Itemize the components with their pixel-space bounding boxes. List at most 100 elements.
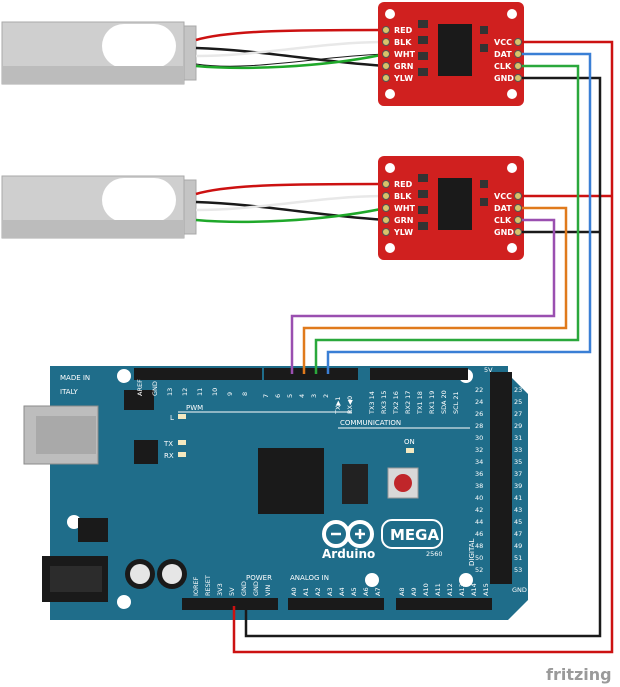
svg-text:22: 22 [475, 386, 483, 394]
hx711-2-pin-red: RED [394, 180, 413, 189]
header-power-labels: IOREF RESET 3V3 5V GND GND VIN [192, 575, 272, 596]
hx711-1-pin-clk: CLK [494, 62, 512, 71]
hx711-2-pin-clk: CLK [494, 216, 512, 225]
svg-text:36: 36 [475, 470, 483, 478]
svg-text:A11: A11 [434, 583, 442, 596]
svg-text:28: 28 [475, 422, 483, 430]
svg-text:31: 31 [514, 434, 522, 442]
header-top-left [134, 368, 262, 380]
arduino-mega-board [23, 366, 528, 620]
pwm-label: PWM [186, 404, 203, 412]
svg-text:27: 27 [514, 410, 522, 418]
svg-text:9: 9 [226, 392, 234, 396]
hx711-1-pin-vcc: VCC [494, 38, 512, 47]
svg-text:IOREF: IOREF [192, 576, 200, 596]
rx-led-label: RX [164, 452, 174, 460]
svg-text:RX2 17: RX2 17 [404, 391, 412, 414]
svg-text:TX1 18: TX1 18 [416, 391, 424, 415]
hx711-1-pin-blk: BLK [394, 38, 412, 47]
right-header-5v: 5V [484, 366, 493, 374]
on-led-label: ON [404, 438, 415, 446]
communication-label: COMMUNICATION [340, 419, 401, 427]
svg-text:34: 34 [475, 458, 483, 466]
load-cell-2 [1, 175, 197, 239]
svg-text:13: 13 [166, 388, 174, 396]
svg-text:48: 48 [475, 542, 483, 550]
hx711-1-pin-ylw: YLW [393, 74, 413, 83]
hx711-1-pin-wht: WHT [394, 50, 416, 59]
svg-text:GND: GND [252, 581, 260, 596]
svg-text:A1: A1 [302, 587, 310, 596]
svg-text:TX2 16: TX2 16 [392, 391, 400, 415]
load-cell-2-wires [195, 182, 387, 224]
svg-text:10: 10 [211, 388, 219, 396]
header-top-left-labels: AREF GND 13 12 11 10 9 8 [136, 379, 249, 396]
svg-text:A2: A2 [314, 587, 322, 596]
svg-text:39: 39 [514, 482, 522, 490]
load-cell-1-wires [195, 28, 387, 70]
svg-text:SDA 20: SDA 20 [440, 390, 448, 414]
fritzing-watermark: fritzing [546, 665, 612, 684]
svg-text:8: 8 [241, 392, 249, 396]
svg-text:29: 29 [514, 422, 522, 430]
svg-text:3V3: 3V3 [216, 583, 224, 596]
wire-gnd-black [244, 76, 602, 638]
svg-text:RESET: RESET [204, 575, 212, 596]
svg-text:RX1 19: RX1 19 [428, 391, 436, 414]
svg-text:5V: 5V [228, 587, 236, 596]
svg-text:A14: A14 [470, 583, 478, 596]
svg-text:33: 33 [514, 446, 522, 454]
arduino-wordmark: Arduino [322, 547, 375, 561]
svg-text:37: 37 [514, 470, 522, 478]
wire-clk2-purple [290, 218, 556, 374]
svg-text:TX3 14: TX3 14 [368, 391, 376, 415]
digital-label: DIGITAL [468, 539, 476, 566]
hx711-2-pin-blk: BLK [394, 192, 412, 201]
hx711-2-left-pins: RED BLK WHT GRN YLW [382, 180, 416, 237]
svg-text:42: 42 [475, 506, 483, 514]
svg-text:12: 12 [181, 388, 189, 396]
svg-text:47: 47 [514, 530, 522, 538]
hx711-1-pin-gnd: GND [494, 74, 514, 83]
right-header-left-labels: 22 24 26 28 30 32 34 36 38 40 42 44 46 4… [475, 386, 483, 574]
svg-text:26: 26 [475, 410, 483, 418]
header-analog-b [396, 598, 492, 610]
header-analog-a-labels: A0 A1 A2 A3 A4 A5 A6 A7 [290, 587, 382, 596]
svg-text:A3: A3 [326, 587, 334, 596]
wire-dat2-orange [302, 206, 568, 374]
header-top-comm [370, 368, 468, 380]
hx711-1-pin-dat: DAT [494, 50, 512, 59]
hx711-1-right-pins: VCC DAT CLK GND [494, 38, 522, 83]
svg-text:53: 53 [514, 566, 522, 574]
svg-text:52: 52 [475, 566, 483, 574]
svg-text:SCL 21: SCL 21 [452, 391, 460, 414]
header-right-double [490, 372, 512, 584]
hx711-2-pin-grn: GRN [394, 216, 413, 225]
svg-text:A5: A5 [350, 587, 358, 596]
svg-text:4: 4 [298, 394, 306, 398]
hx711-2-pin-vcc: VCC [494, 192, 512, 201]
hx711-2-right-pins: VCC DAT CLK GND [494, 192, 522, 237]
header-top-mid-labels: 7 6 5 4 3 2 TX▶1 RX◀0 [262, 394, 354, 415]
hx711-1-pin-grn: GRN [394, 62, 413, 71]
italy-label: ITALY [60, 388, 79, 396]
svg-text:30: 30 [475, 434, 483, 442]
hx711-1-left-pins: RED BLK WHT GRN YLW [382, 26, 416, 83]
svg-text:2: 2 [322, 394, 330, 398]
svg-text:A13: A13 [458, 583, 466, 596]
hx711-module-1 [378, 2, 524, 106]
tx-led-label: TX [163, 440, 173, 448]
svg-text:41: 41 [514, 494, 522, 502]
svg-text:40: 40 [475, 494, 483, 502]
svg-text:GND: GND [151, 381, 159, 396]
arduino-logo-icon [322, 520, 374, 548]
header-power [182, 598, 278, 610]
svg-text:7: 7 [262, 394, 270, 398]
svg-text:A6: A6 [362, 587, 370, 596]
hx711-2-pin-gnd: GND [494, 228, 514, 237]
svg-text:VIN: VIN [264, 585, 272, 596]
svg-text:35: 35 [514, 458, 522, 466]
made-in-label: MADE IN [60, 374, 90, 382]
svg-text:A9: A9 [410, 587, 418, 596]
